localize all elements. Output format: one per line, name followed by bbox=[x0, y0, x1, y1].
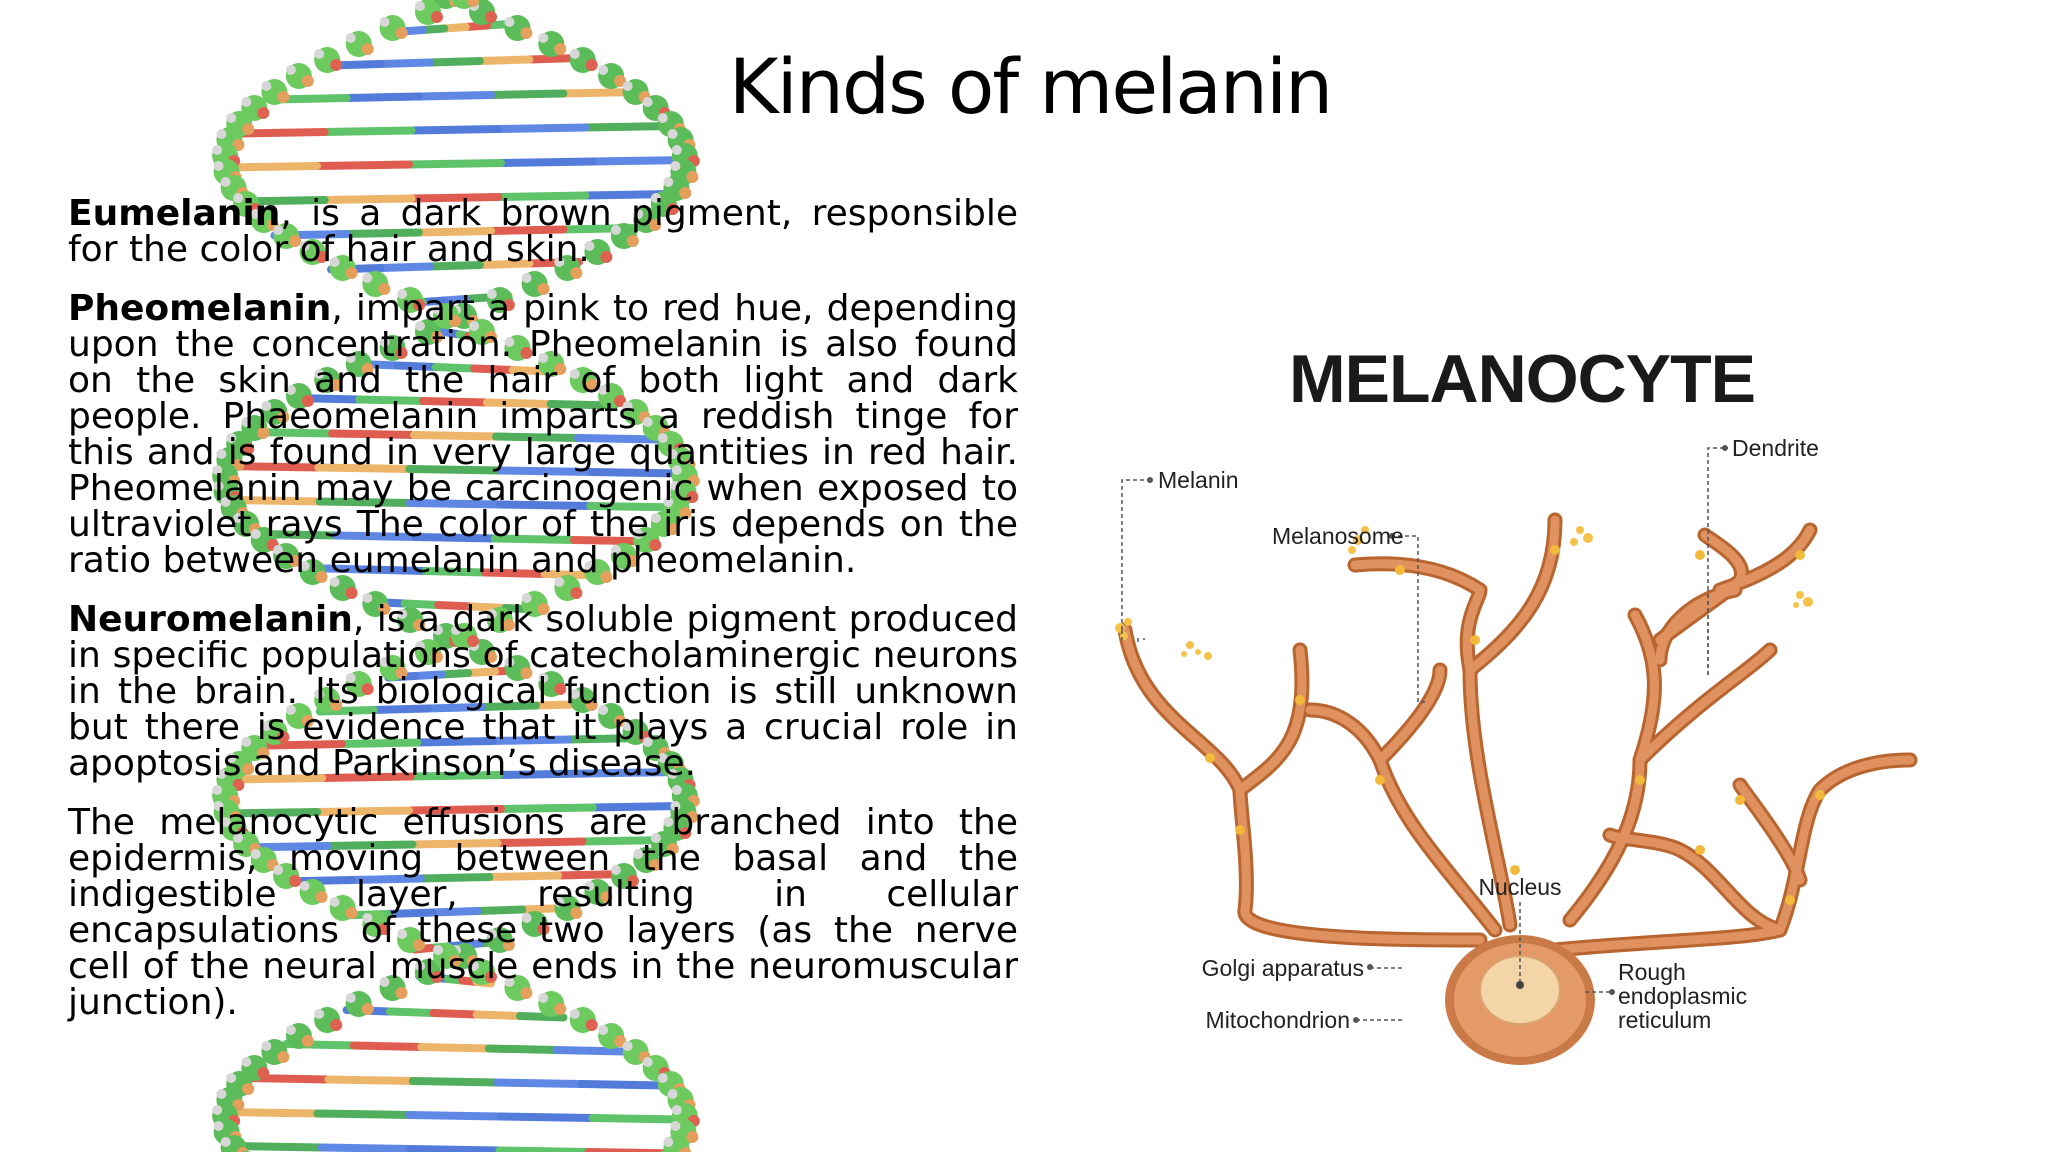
label-melanosome: Melanosome bbox=[1272, 523, 1404, 549]
paragraph-neuromelanin: Neuromelanin, is a dark soluble pigment … bbox=[68, 602, 1018, 782]
label-rer-line1: Rough bbox=[1618, 959, 1686, 985]
paragraph-pheomelanin: Pheomelanin, impart a pink to red hue, d… bbox=[68, 291, 1018, 579]
leader-lines bbox=[1121, 445, 1728, 1023]
slide-title: Kinds of melanin bbox=[728, 42, 1333, 131]
label-mitochondrion: Mitochondrion bbox=[1206, 1007, 1350, 1033]
melanosomes bbox=[1205, 545, 1825, 905]
nucleus-shape bbox=[1479, 955, 1561, 1025]
cell-body bbox=[1445, 935, 1595, 1065]
term-pheomelanin: Pheomelanin bbox=[68, 288, 332, 329]
paragraph-effusions: The melanocytic effusions are branched i… bbox=[68, 805, 1018, 1021]
dendrites bbox=[1117, 512, 1918, 958]
diagram-heading: MELANOCYTE bbox=[1289, 341, 1755, 417]
label-golgi: Golgi apparatus bbox=[1202, 955, 1364, 981]
label-dendrite: Dendrite bbox=[1732, 435, 1819, 461]
text-effusions: The melanocytic effusions are branched i… bbox=[68, 802, 1018, 1023]
melanocyte-diagram: MELANOCYTE bbox=[1115, 341, 1918, 1065]
label-nucleus: Nucleus bbox=[1478, 874, 1561, 900]
text-neuromelanin: , is a dark soluble pigment produced in … bbox=[68, 599, 1018, 784]
paragraph-eumelanin: Eumelanin, is a dark brown pigment, resp… bbox=[68, 196, 1018, 268]
text-eumelanin: , is a dark brown pigment, responsible f… bbox=[68, 193, 1018, 270]
label-rer-line2: endoplasmic bbox=[1618, 983, 1747, 1009]
slide-body: Eumelanin, is a dark brown pigment, resp… bbox=[68, 196, 1018, 1044]
dna-helix-image bbox=[212, 0, 700, 1152]
text-pheomelanin: , impart a pink to red hue, depending up… bbox=[68, 288, 1018, 581]
label-melanin: Melanin bbox=[1158, 467, 1239, 493]
term-eumelanin: Eumelanin bbox=[68, 193, 281, 234]
term-neuromelanin: Neuromelanin bbox=[68, 599, 353, 640]
label-rer-line3: reticulum bbox=[1618, 1007, 1711, 1033]
